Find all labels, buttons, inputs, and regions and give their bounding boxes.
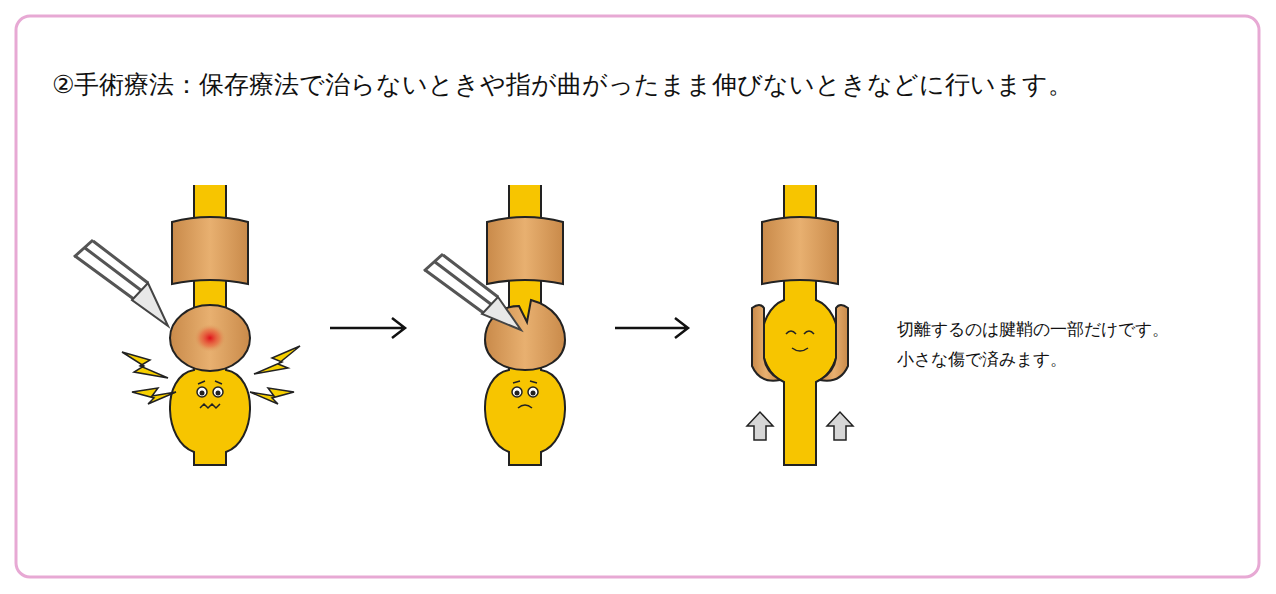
- figure-after: [747, 185, 853, 465]
- note-text: 小さな傷で済みます。: [897, 348, 1067, 371]
- note-text: 切離するのは腱鞘の一部だけです。: [897, 318, 1169, 341]
- figure-before: [74, 185, 300, 465]
- step-arrow: [330, 318, 688, 338]
- title: ②手術療法：保存療法で治らないときや指が曲がったまま伸びないときなどに行います。: [52, 68, 1073, 101]
- frame: [16, 16, 1259, 577]
- figure-cutting: [424, 185, 565, 465]
